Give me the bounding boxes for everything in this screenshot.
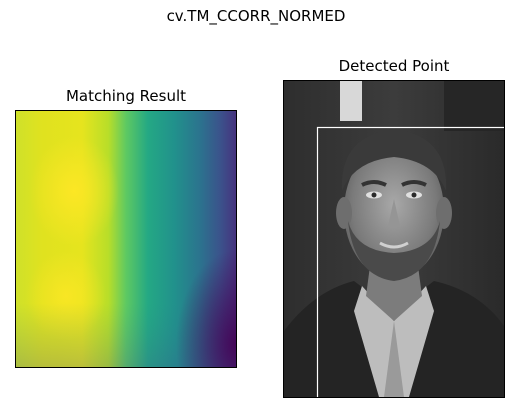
hair	[341, 129, 447, 191]
background-dark-patch	[444, 81, 504, 131]
matching-result-title: Matching Result	[65, 87, 187, 105]
nose	[388, 199, 400, 229]
mouth	[379, 241, 409, 249]
matching-result-heatmap	[15, 110, 237, 368]
left-ear	[336, 197, 352, 229]
heatmap-canvas	[16, 111, 236, 367]
left-eyebrow	[361, 180, 387, 187]
portrait-canvas	[284, 81, 504, 397]
detected-point-image	[283, 80, 505, 398]
shirt-placket	[384, 321, 404, 397]
detection-rectangle	[316, 126, 504, 397]
right-eyebrow	[401, 180, 427, 187]
heatmap-dark-corner	[136, 211, 236, 367]
left-pupil	[371, 192, 377, 198]
figure-suptitle: cv.TM_CCORR_NORMED	[166, 7, 346, 25]
right-ear	[436, 197, 452, 229]
detected-point-title: Detected Point	[338, 57, 450, 75]
background-light-patch	[340, 81, 362, 121]
beard	[348, 221, 440, 281]
right-pupil	[411, 192, 417, 198]
